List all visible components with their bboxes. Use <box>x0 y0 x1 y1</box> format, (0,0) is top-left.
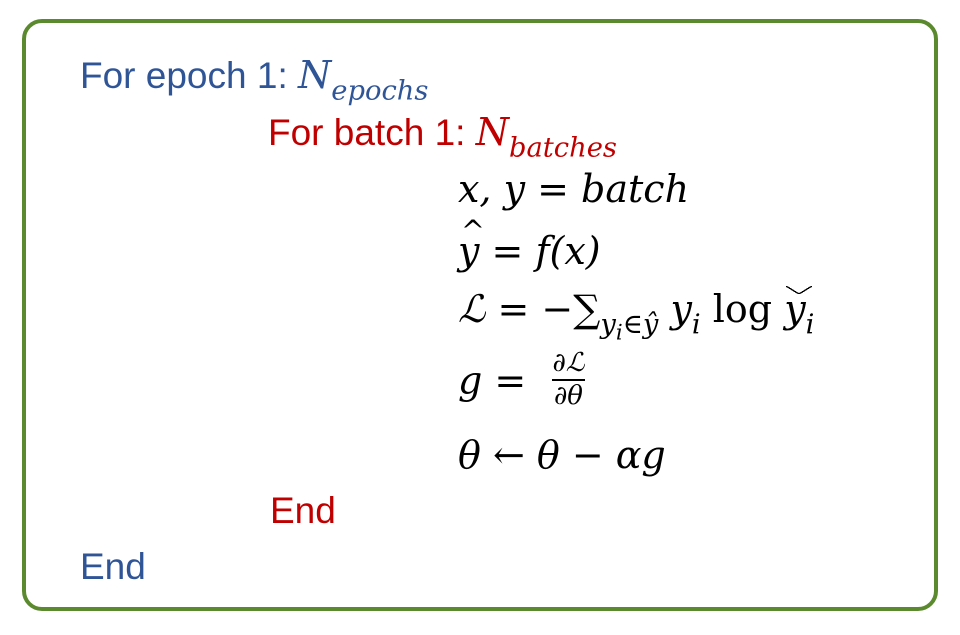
n-epochs: Nepochs <box>298 53 428 105</box>
inner-loop-header: For batch 1: Nbatches <box>268 113 617 162</box>
fraction-bar <box>552 379 585 382</box>
gradient-fraction: ∂ℒ∂θ <box>552 348 585 412</box>
inner-loop-end: End <box>270 490 336 531</box>
gradient-lhs: g = <box>458 358 539 403</box>
step-forward: y = f(x) <box>458 218 601 273</box>
n-batches: Nbatches <box>475 110 617 162</box>
algorithm-border <box>22 19 938 611</box>
n-batches-base: N <box>475 110 509 154</box>
loss-y-hat: yi <box>784 286 815 341</box>
sum-index-set: ∈ŷ <box>622 309 659 341</box>
step-update: θ ← θ − αg <box>458 433 666 477</box>
loss-lhs: ℒ = −∑ <box>458 287 601 331</box>
step-load-batch: x, y = batch <box>458 167 690 211</box>
loss-y-hat-sub: i <box>805 309 815 341</box>
outer-loop-end: End <box>80 546 146 587</box>
sum-index-i: i <box>615 320 623 346</box>
sum-index: yi∈ŷ <box>600 309 659 344</box>
loss-y: y <box>658 287 692 331</box>
loss-y-hat-base: y <box>784 287 806 331</box>
sum-index-y: y <box>600 309 616 341</box>
gradient-numerator: ∂ℒ <box>552 348 585 378</box>
loss-y-sub: i <box>691 309 701 341</box>
loss-log: log <box>700 287 785 331</box>
inner-loop-label: For batch 1: <box>268 112 476 153</box>
step-loss: ℒ = −∑yi∈ŷ yi log yi <box>458 286 815 344</box>
outer-loop-label: For epoch 1: <box>80 55 299 96</box>
gradient-denominator: ∂θ <box>553 381 583 412</box>
n-epochs-base: N <box>298 53 332 97</box>
step-gradient: g = ∂ℒ∂θ <box>458 348 585 412</box>
outer-loop-header: For epoch 1: Nepochs <box>80 56 428 105</box>
n-epochs-sub: epochs <box>331 75 429 107</box>
n-batches-sub: batches <box>508 132 617 164</box>
forward-rhs: = f(x) <box>479 229 601 273</box>
y-hat: y <box>458 218 485 270</box>
